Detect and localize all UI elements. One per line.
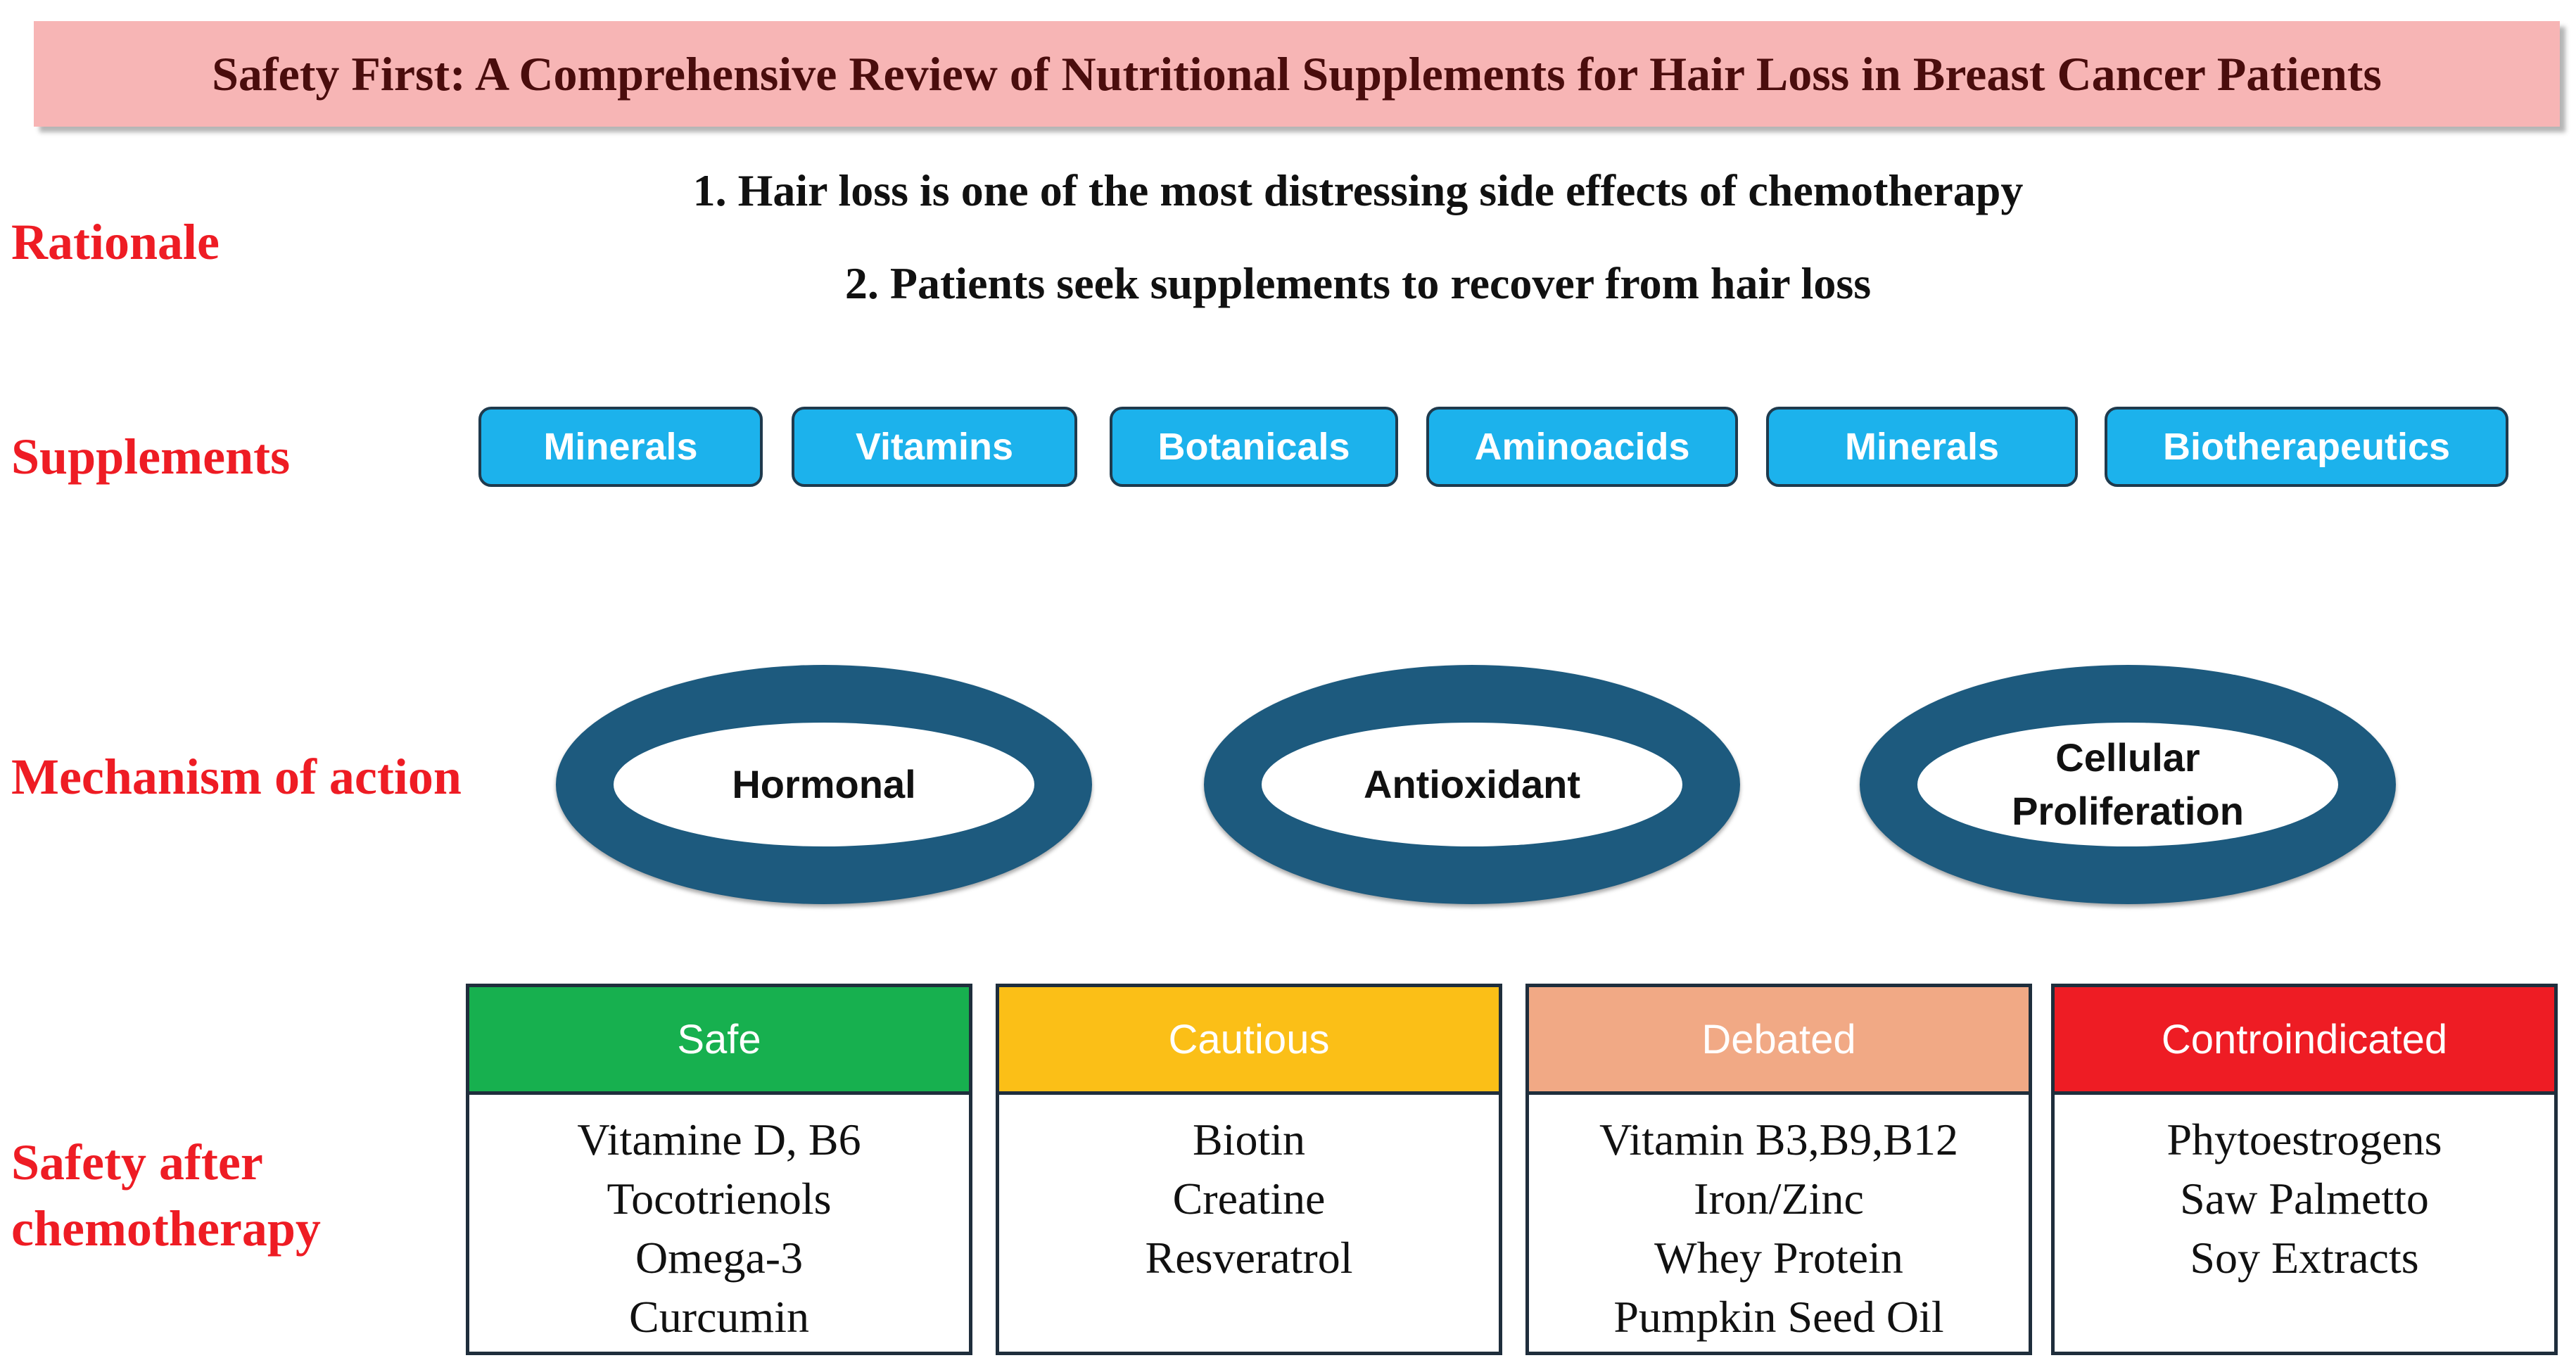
mechanism-hormonal: Hormonal <box>556 665 1092 904</box>
safety-item: Resveratrol <box>1145 1233 1353 1283</box>
supplement-vitamins: Vitamins <box>792 407 1077 487</box>
label-safety: Safety after chemotherapy <box>11 1130 321 1262</box>
safety-item: Whey Protein <box>1654 1233 1903 1283</box>
safety-box-controindicated: Controindicated Phytoestrogens Saw Palme… <box>2051 984 2558 1355</box>
safety-list-controindicated: Phytoestrogens Saw Palmetto Soy Extracts <box>2055 1095 2554 1288</box>
safety-item: Soy Extracts <box>2190 1233 2419 1283</box>
safety-item: Pumpkin Seed Oil <box>1613 1292 1944 1342</box>
label-supplements: Supplements <box>11 428 291 485</box>
supplement-biotherapeutics: Biotherapeutics <box>2105 407 2508 487</box>
safety-header-controindicated: Controindicated <box>2055 987 2554 1095</box>
mechanism-antioxidant: Antioxidant <box>1204 665 1740 904</box>
title-banner: Safety First: A Comprehensive Review of … <box>34 21 2560 127</box>
safety-item: Omega-3 <box>635 1233 804 1283</box>
safety-item: Iron/Zinc <box>1694 1174 1864 1224</box>
supplement-minerals: Minerals <box>478 407 763 487</box>
label-rationale: Rationale <box>11 214 220 270</box>
safety-header-debated: Debated <box>1529 987 2029 1095</box>
safety-item: Biotin <box>1192 1115 1306 1164</box>
safety-list-debated: Vitamin B3,B9,B12 Iron/Zinc Whey Protein… <box>1529 1095 2029 1347</box>
supplement-aminoacids: Aminoacids <box>1426 407 1738 487</box>
mechanism-cellular-line1: Cellular <box>2055 735 2200 780</box>
rationale-point-2: 2. Patients seek supplements to recover … <box>844 258 1872 308</box>
supplement-minerals-2: Minerals <box>1766 407 2078 487</box>
label-safety-line1: Safety after <box>11 1134 263 1191</box>
label-safety-line2: chemotherapy <box>11 1200 321 1257</box>
safety-item: Phytoestrogens <box>2166 1115 2442 1164</box>
safety-header-safe: Safe <box>469 987 969 1095</box>
safety-box-cautious: Cautious Biotin Creatine Resveratrol <box>996 984 1502 1355</box>
label-mechanism: Mechanism of action <box>11 749 462 805</box>
safety-box-safe: Safe Vitamine D, B6 Tocotrienols Omega-3… <box>466 984 972 1355</box>
mechanism-antioxidant-label: Antioxidant <box>1262 723 1682 846</box>
rationale-point-1: 1. Hair loss is one of the most distress… <box>692 165 2024 215</box>
safety-item: Saw Palmetto <box>2180 1174 2429 1224</box>
mechanism-cellular-proliferation-label: Cellular Proliferation <box>1917 723 2338 846</box>
mechanism-cellular-line2: Proliferation <box>2012 789 2244 833</box>
safety-item: Vitamine D, B6 <box>577 1115 861 1164</box>
safety-item: Curcumin <box>629 1292 809 1342</box>
safety-list-safe: Vitamine D, B6 Tocotrienols Omega-3 Curc… <box>469 1095 969 1347</box>
safety-item: Vitamin B3,B9,B12 <box>1599 1115 1958 1164</box>
mechanism-hormonal-label: Hormonal <box>614 723 1034 846</box>
mechanism-cellular-proliferation: Cellular Proliferation <box>1860 665 2396 904</box>
safety-box-debated: Debated Vitamin B3,B9,B12 Iron/Zinc Whey… <box>1525 984 2032 1355</box>
safety-item: Tocotrienols <box>607 1174 832 1224</box>
safety-item: Creatine <box>1172 1174 1326 1224</box>
safety-list-cautious: Biotin Creatine Resveratrol <box>999 1095 1499 1288</box>
safety-header-cautious: Cautious <box>999 987 1499 1095</box>
supplement-botanicals: Botanicals <box>1110 407 1398 487</box>
page-title: Safety First: A Comprehensive Review of … <box>212 46 2382 101</box>
